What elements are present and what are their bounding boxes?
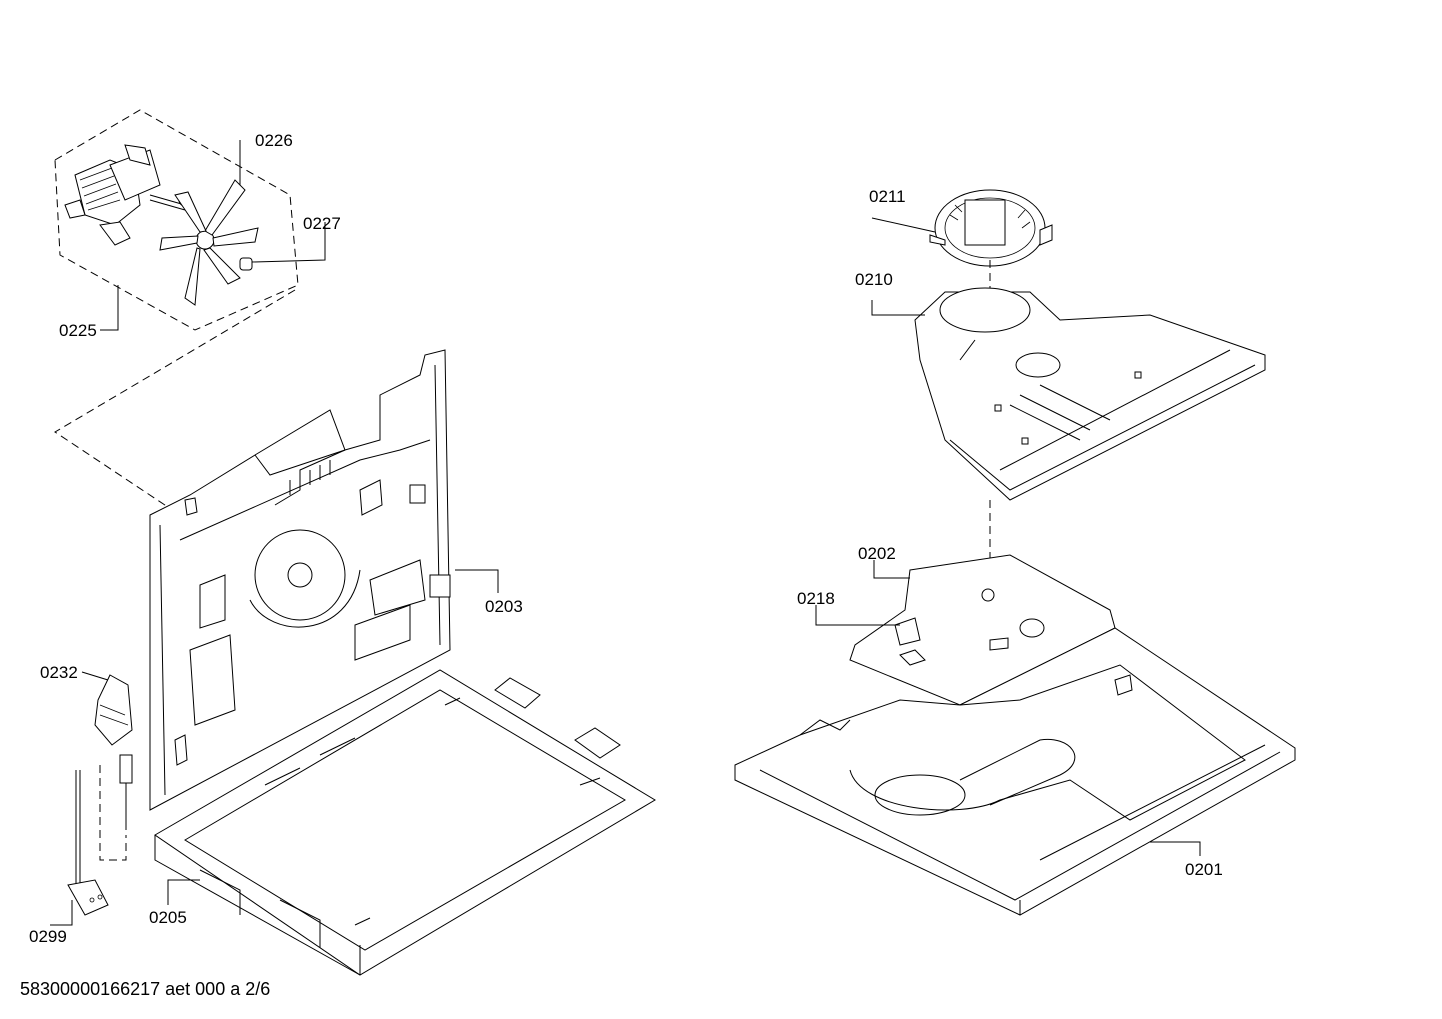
back-wall-panel-drawing [149,349,451,811]
part-label-0218: 0218 [797,589,835,608]
cover-plate-drawing [849,554,1116,706]
leader-lines [50,140,1201,926]
air-duct-drawing [914,287,1266,595]
switch-and-cable-drawing [67,674,133,916]
nut-drawing [239,257,253,271]
fan-motor-drawing [64,144,192,246]
fan-motor-assembly-group [54,109,299,526]
part-label-0202: 0202 [858,544,896,563]
part-label-0203: 0203 [485,597,523,616]
part-label-0226: 0226 [255,131,293,150]
part-label-0211: 0211 [869,187,906,206]
part-label-0225: 0225 [59,321,97,340]
part-label-0210: 0210 [855,270,893,289]
cooling-fan-drawing [929,189,1053,340]
part-label-0299: 0299 [29,927,67,946]
part-label-0227: 0227 [303,214,341,233]
part-label-0205: 0205 [149,908,187,927]
document-id-footer: 58300000166217 aet 000 a 2/6 [20,979,271,999]
fan-blade-drawing [159,179,259,306]
base-frame-drawing [734,627,1296,916]
part-label-0201: 0201 [1185,860,1223,879]
bottom-tray-drawing [154,669,656,976]
part-label-0232: 0232 [40,663,78,682]
